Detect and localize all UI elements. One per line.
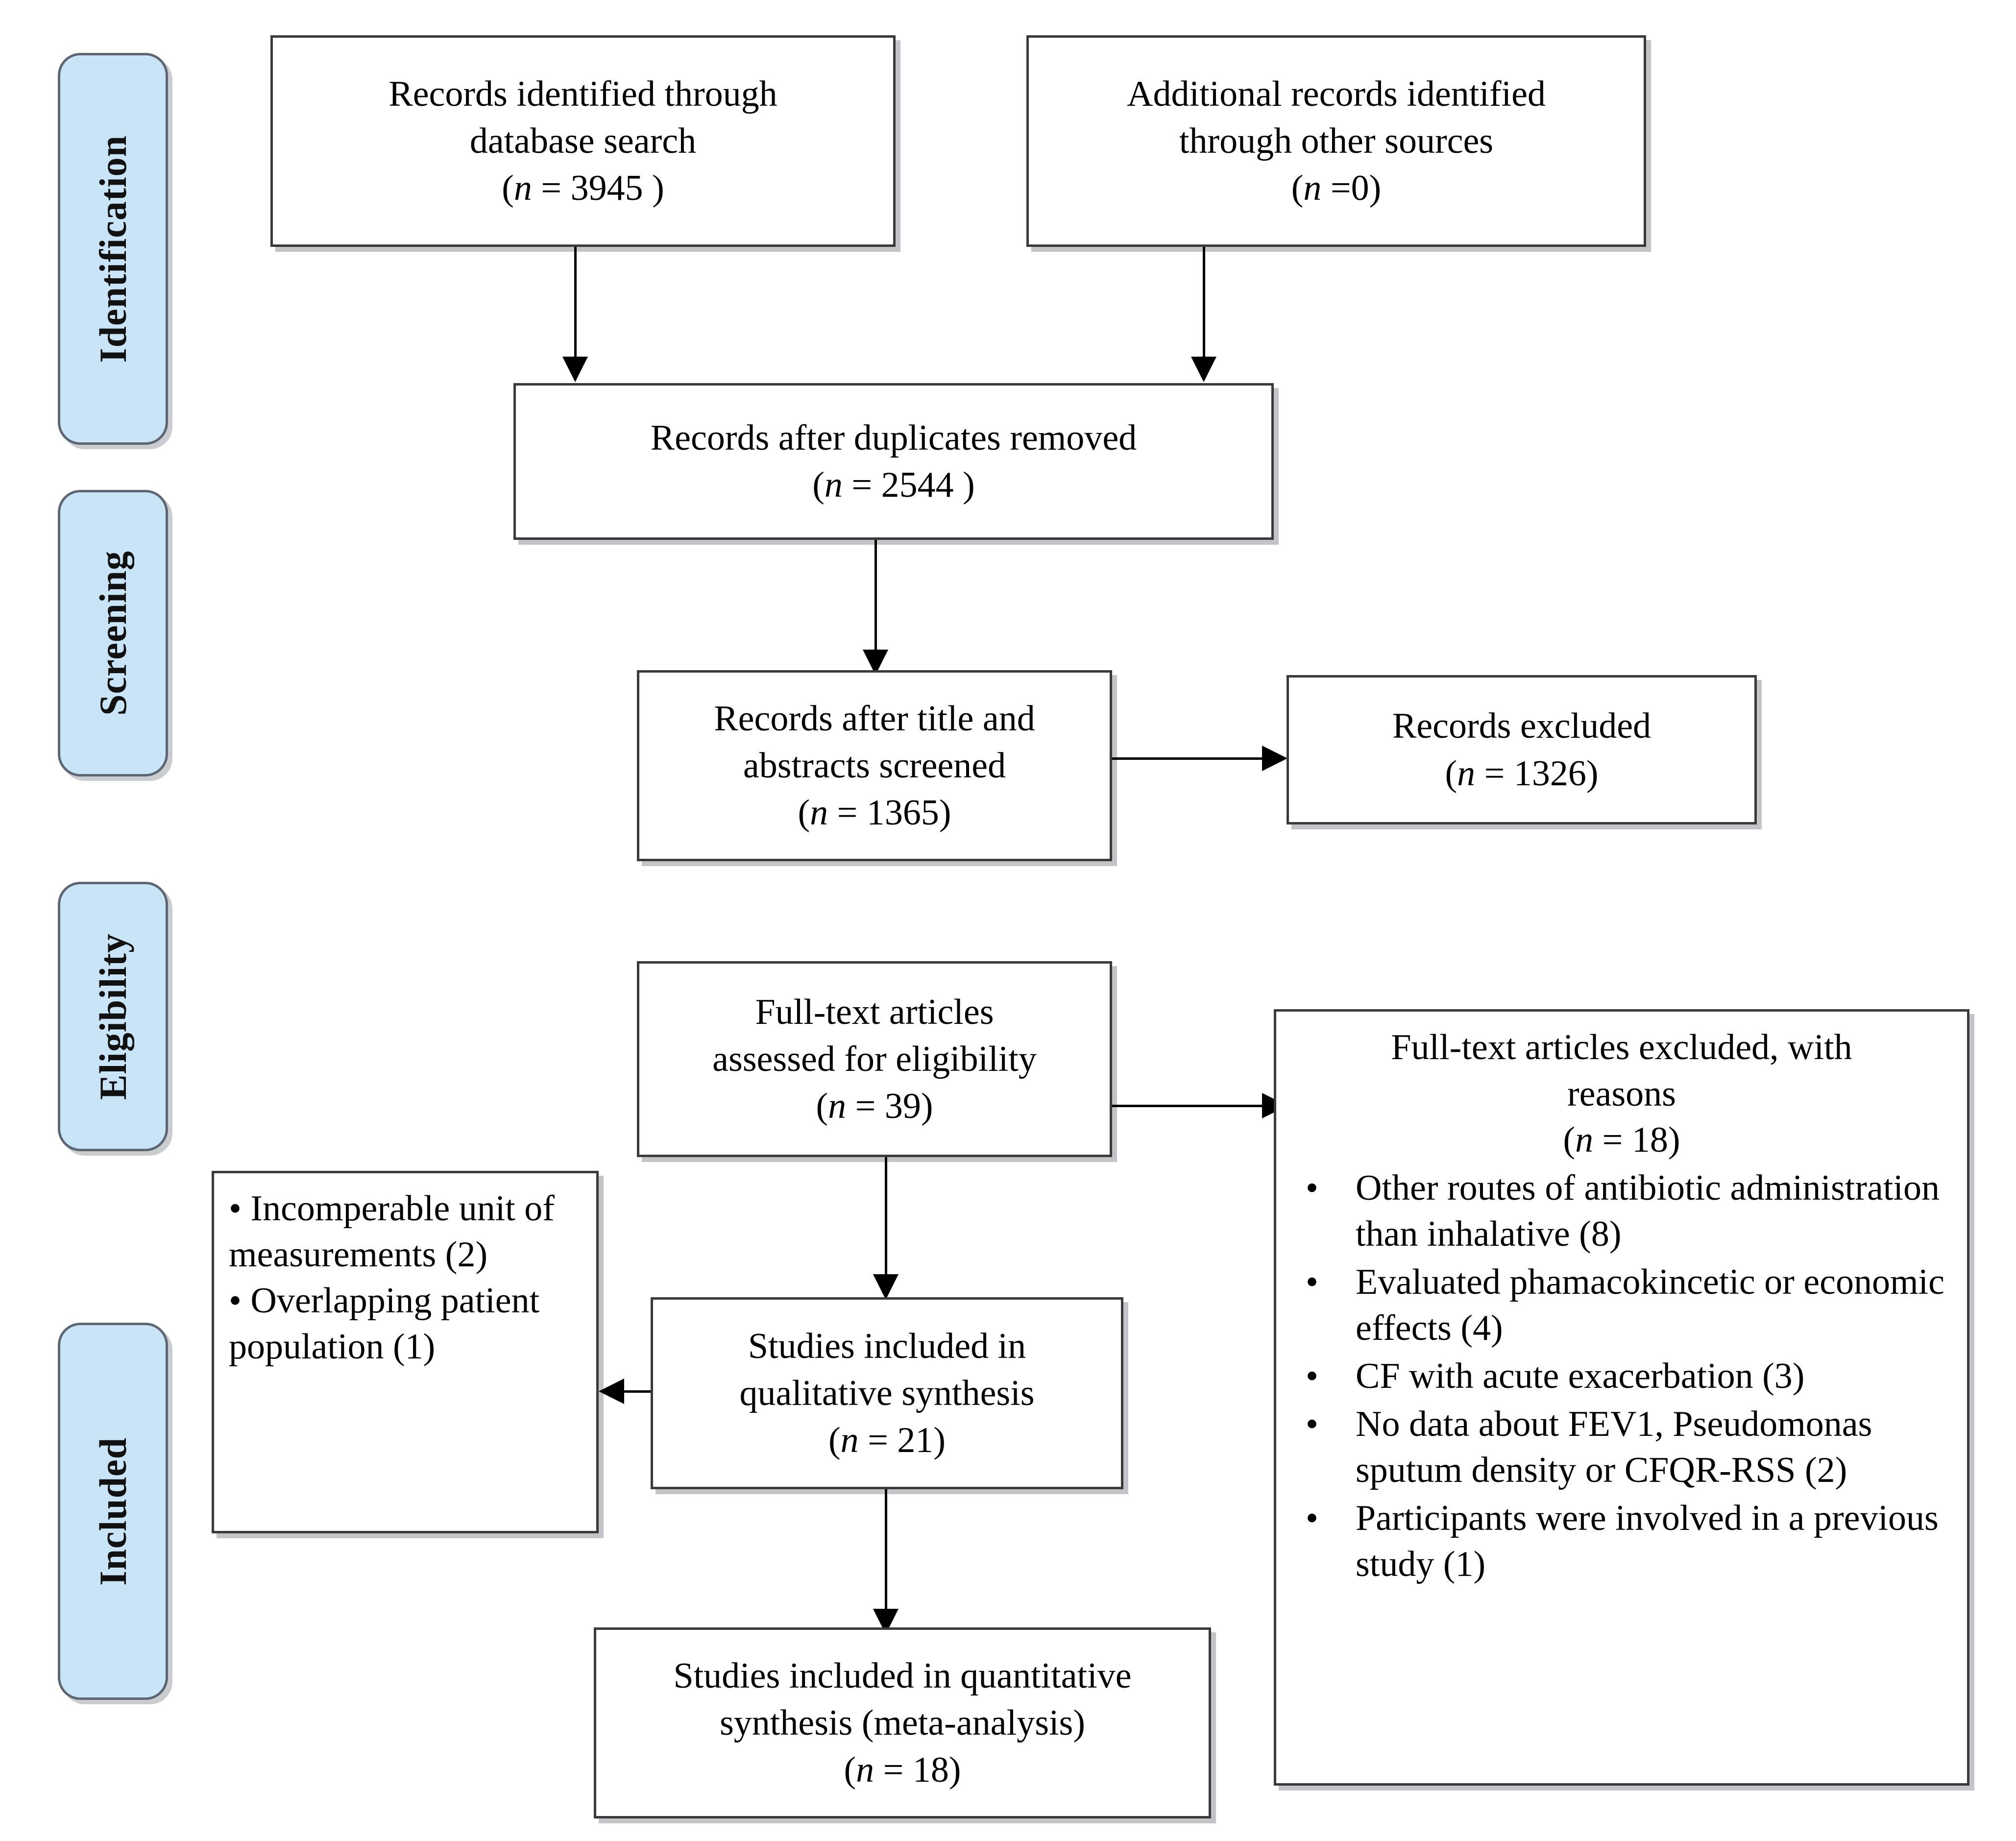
n-italic: n — [1457, 753, 1476, 794]
stage-tab-screening[interactable]: Screening — [58, 490, 168, 776]
box-records-after-duplicates-removed: Records after duplicates removed (n = 25… — [513, 383, 1274, 540]
fulltext-excluded-count: (n = 18) — [1563, 1120, 1680, 1161]
qualitative-synthesis-count: (n = 21) — [828, 1420, 946, 1461]
fulltext-excluded-head-line1: Full-text articles excluded, with — [1391, 1027, 1852, 1067]
connector-qualitative-to-quantitative — [885, 1489, 887, 1612]
records-excluded-count: (n = 1326) — [1445, 753, 1599, 794]
fulltext-excluded-head-line2: reasons — [1567, 1073, 1676, 1114]
screened-line2: abstracts screened — [743, 745, 1006, 786]
n-italic: n — [1303, 168, 1322, 209]
list-item: • Evaluated phamacokincetic or economic … — [1291, 1260, 1952, 1352]
records-database-line1: Records identified through — [389, 73, 777, 114]
box-records-identified-other: Additional records identified through ot… — [1026, 35, 1646, 247]
connector-duplicates-to-screened — [874, 540, 877, 653]
n-italic: n — [856, 1750, 874, 1791]
arrowhead-database-to-duplicates — [562, 357, 588, 382]
reason-text: • Incomperable unit of measurements (2) — [229, 1188, 555, 1275]
reason-text: Participants were involved in a previous… — [1356, 1498, 1939, 1584]
list-item: • Other routes of antibiotic administrat… — [1291, 1165, 1952, 1258]
connector-database-to-duplicates — [574, 247, 577, 360]
stage-tab-eligibility-label: Eligibility — [91, 933, 134, 1100]
bullet-icon: • — [1306, 1168, 1318, 1209]
duplicates-removed-line1: Records after duplicates removed — [650, 417, 1137, 458]
arrowhead-screened-to-excluded — [1262, 746, 1287, 771]
n-italic: n — [828, 1086, 847, 1127]
box-records-identified-database: Records identified through database sear… — [270, 35, 896, 247]
quantitative-synthesis-count: (n = 18) — [844, 1750, 961, 1791]
connector-screened-to-excluded — [1112, 757, 1264, 760]
duplicates-removed-count: (n = 2544 ) — [812, 465, 975, 505]
records-other-line1: Additional records identified — [1127, 73, 1546, 114]
arrowhead-other-to-duplicates — [1191, 357, 1216, 382]
n-italic: n — [824, 465, 843, 505]
bullet-icon: • — [1306, 1498, 1318, 1538]
box-fulltext-assessed-for-eligibility: Full-text articles assessed for eligibil… — [637, 961, 1112, 1157]
quantitative-synthesis-line2: synthesis (meta-analysis) — [720, 1702, 1085, 1743]
stage-tab-identification[interactable]: Identification — [58, 53, 168, 445]
connector-fulltext-to-excluded-reasons — [1112, 1105, 1264, 1107]
box-fulltext-articles-excluded-with-reasons: Full-text articles excluded, with reason… — [1274, 1009, 1969, 1786]
reason-text: • Overlapping patient population (1) — [229, 1280, 540, 1367]
stage-tab-identification-label: Identification — [91, 135, 134, 363]
list-item: • No data about FEV1, Pseudomonas sputum… — [1291, 1402, 1952, 1494]
records-other-count: (n =0) — [1291, 168, 1382, 209]
box-studies-included-qualitative-synthesis: Studies included in qualitative synthesi… — [651, 1297, 1123, 1489]
reason-text: Evaluated phamacokincetic or economic ef… — [1356, 1262, 1944, 1349]
quantitative-synthesis-line1: Studies included in quantitative — [673, 1655, 1132, 1696]
stage-tab-included-label: Included — [91, 1437, 134, 1586]
fulltext-assessed-line2: assessed for eligibility — [712, 1039, 1037, 1079]
list-item: • Incomperable unit of measurements (2) — [229, 1186, 582, 1278]
connector-fulltext-to-qualitative — [885, 1157, 887, 1277]
qualitative-synthesis-line2: qualitative synthesis — [739, 1373, 1035, 1413]
arrowhead-qualitative-to-left-exclusions — [599, 1379, 624, 1404]
arrowhead-fulltext-to-qualitative — [873, 1274, 899, 1300]
screened-count: (n = 1365) — [798, 793, 951, 833]
list-item: • Participants were involved in a previo… — [1291, 1496, 1952, 1588]
n-italic: n — [810, 793, 828, 833]
n-italic: n — [840, 1420, 859, 1461]
list-item: • Overlapping patient population (1) — [229, 1278, 582, 1370]
connector-qualitative-to-left-exclusions — [623, 1390, 653, 1393]
stage-tab-included[interactable]: Included — [58, 1323, 168, 1700]
bullet-icon: • — [1306, 1356, 1318, 1397]
screened-line1: Records after title and — [714, 698, 1035, 739]
stage-tab-screening-label: Screening — [91, 551, 134, 716]
n-italic: n — [1575, 1120, 1594, 1161]
records-excluded-line1: Records excluded — [1392, 706, 1652, 747]
reason-text: No data about FEV1, Pseudomonas sputum d… — [1356, 1404, 1872, 1490]
n-italic: n — [513, 168, 532, 209]
bullet-icon: • — [1306, 1262, 1318, 1303]
fulltext-assessed-line1: Full-text articles — [755, 992, 994, 1032]
box-records-excluded: Records excluded (n = 1326) — [1287, 675, 1757, 824]
qualitative-excluded-reason-list: • Incomperable unit of measurements (2) … — [229, 1186, 582, 1370]
stage-tab-eligibility[interactable]: Eligibility — [58, 882, 168, 1151]
box-qualitative-excluded-reasons: • Incomperable unit of measurements (2) … — [212, 1171, 599, 1533]
records-database-count: (n = 3945 ) — [502, 168, 664, 209]
box-records-after-title-abstracts-screened: Records after title and abstracts screen… — [637, 670, 1112, 861]
box-studies-included-quantitative-synthesis: Studies included in quantitative synthes… — [594, 1627, 1211, 1818]
records-other-line2: through other sources — [1179, 121, 1494, 161]
records-database-line2: database search — [469, 121, 697, 161]
qualitative-synthesis-line1: Studies included in — [748, 1326, 1026, 1366]
list-item: • CF with acute exacerbation (3) — [1291, 1354, 1952, 1400]
fulltext-assessed-count: (n = 39) — [816, 1086, 933, 1127]
reason-text: CF with acute exacerbation (3) — [1356, 1356, 1805, 1397]
fulltext-excluded-reason-list: • Other routes of antibiotic administrat… — [1291, 1163, 1952, 1588]
reason-text: Other routes of antibiotic administratio… — [1356, 1168, 1940, 1255]
bullet-icon: • — [1306, 1404, 1318, 1444]
connector-other-to-duplicates — [1203, 247, 1205, 360]
